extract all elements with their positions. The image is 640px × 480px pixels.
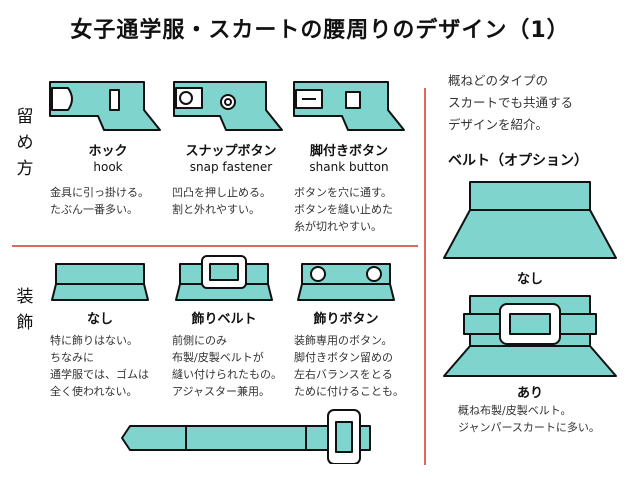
hook-tab: [51, 87, 73, 111]
fastening-label-en-shank: shank button: [309, 160, 389, 174]
section-label-fastening: 留め方: [16, 107, 34, 179]
plain-waistband: [51, 263, 149, 301]
intro-text: 概ねどのタイプの スカートでも共通する デザインを紹介。: [448, 73, 574, 132]
belt-with-illustration: [443, 295, 617, 377]
decoration-button-illustration: [297, 263, 395, 301]
snap-male-icon: [179, 91, 193, 105]
fastening-label-snap: スナップボタン: [185, 144, 277, 159]
shank-button-illustration: [293, 81, 405, 131]
belt-buckle-inner: [209, 263, 239, 281]
decoration-label-button: 飾りボタン: [313, 312, 379, 327]
belt-with-desc: 概ね布製/皮製ベルト。 ジャンパースカートに多い。: [458, 404, 600, 434]
decoration-belt-illustration: [175, 255, 273, 301]
belt-with-label: あり: [516, 386, 543, 401]
fastening-desc-shank: ボタンを穴に通す。 ボタンを縫い止めた 糸が切れやすい。: [294, 186, 393, 233]
snap-female-icon: [220, 94, 236, 110]
hook-eye: [109, 89, 120, 111]
adjuster-strap-illustration: [121, 409, 371, 464]
decoration-none-illustration: [51, 263, 149, 301]
belt-buckle-large-inner: [509, 313, 551, 335]
page-title: 女子通学服・スカートの腰周りのデザイン（1）: [70, 18, 570, 43]
decoration-label-none: なし: [86, 312, 113, 327]
snap-fastener-illustration: [173, 81, 283, 131]
decoration-desc-none: 特に飾りはない。 ちなみに 通学服では、ゴムは 全く使われない。: [50, 334, 149, 398]
fastening-desc-snap: 凹凸を押し止める。 割と外れやすい。: [172, 186, 271, 216]
section-label-decoration: 装飾: [16, 287, 34, 333]
decoration-desc-button: 装飾専用のボタン。 脚付きボタン留めの 左右バランスをとる ために付けることも。: [294, 334, 404, 398]
decorative-button-left-icon: [310, 266, 326, 282]
decoration-label-belt: 飾りベルト: [191, 312, 257, 327]
decoration-desc-belt: 前側にのみ 布製/皮製ベルトが 縫い付けられたもの。 アジャスター兼用。: [172, 334, 282, 398]
adjuster-buckle-inner: [335, 421, 353, 453]
belt-heading: ベルト（オプション）: [448, 153, 588, 169]
fastening-label-en-snap: snap fastener: [189, 160, 273, 174]
fastening-desc-hook: 金具に引っ掛ける。 たぶん一番多い。: [50, 186, 149, 216]
fastening-label-hook: ホック: [88, 144, 128, 159]
decorative-button-right-icon: [366, 266, 382, 282]
skirt-no-belt: [443, 181, 617, 259]
fastening-label-en-hook: hook: [93, 160, 123, 174]
belt-none-label: なし: [516, 272, 543, 287]
shank-button-icon: [345, 91, 361, 109]
belt-none-illustration: [443, 181, 617, 259]
fastening-label-shank: 脚付きボタン: [309, 144, 388, 159]
hook-illustration: [49, 81, 161, 131]
